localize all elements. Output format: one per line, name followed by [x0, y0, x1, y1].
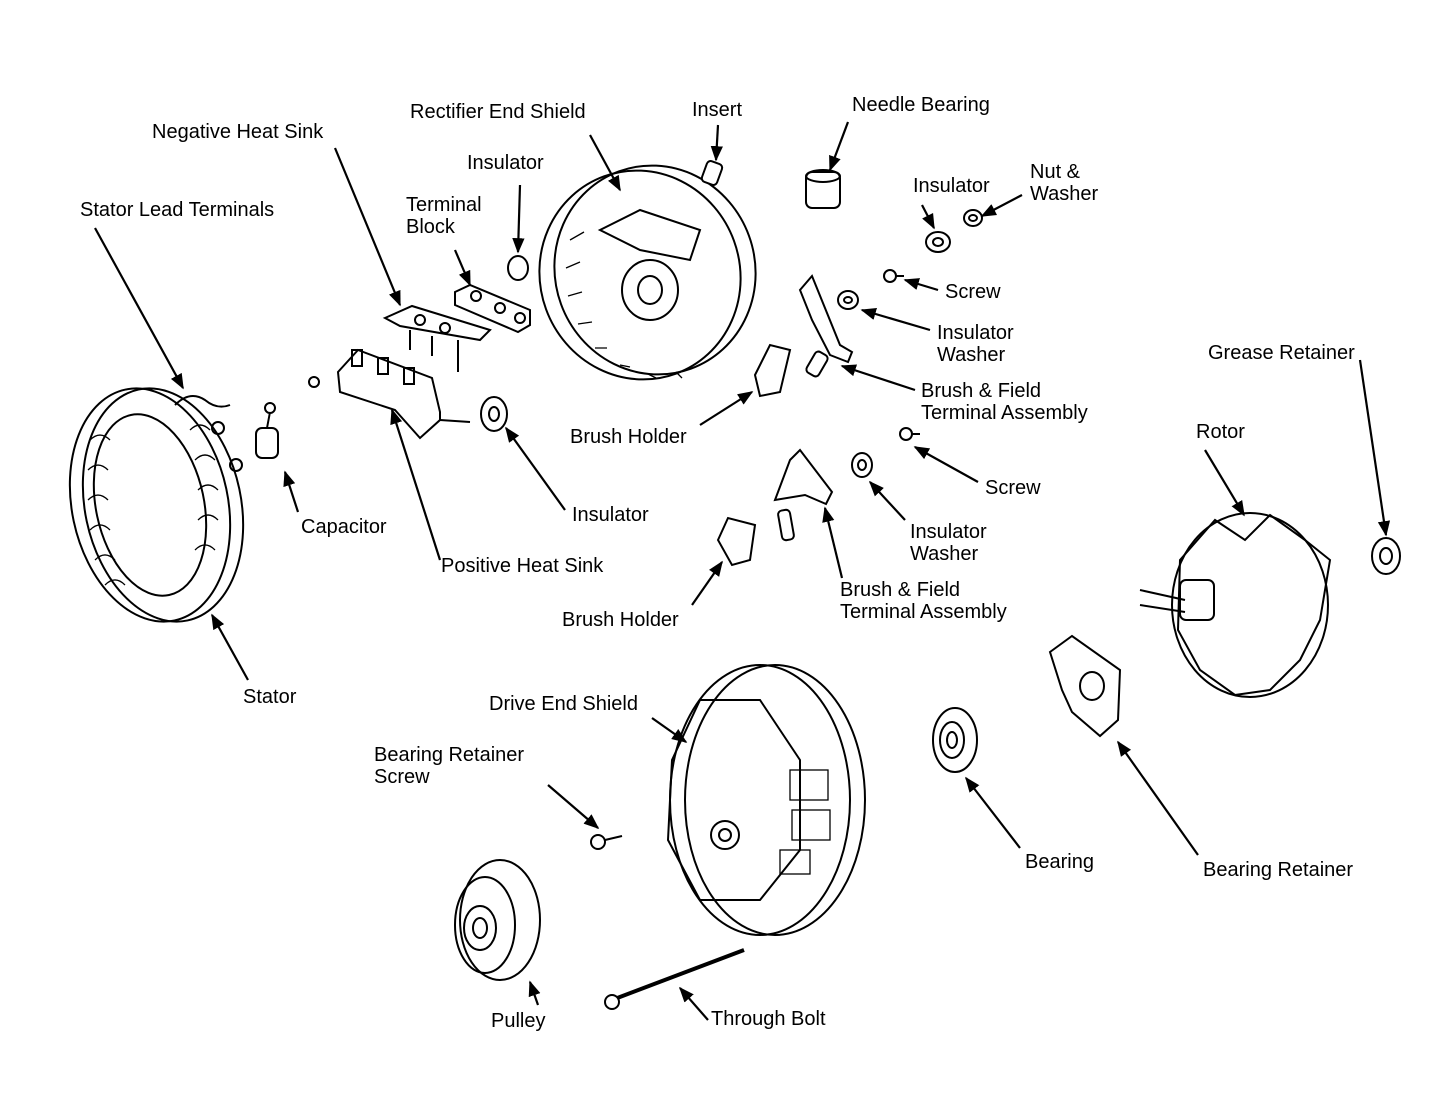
insulator-top-part: [507, 255, 529, 281]
screw-upper-part: [883, 269, 904, 283]
brush-holder-lower-part: [716, 516, 757, 567]
label-insulator-upper-right: Insulator: [913, 175, 990, 197]
insulator-upper-right-part: [925, 231, 951, 253]
label-bearing: Bearing: [1025, 851, 1094, 873]
brush-field-lower-part: [773, 448, 834, 542]
bearing-retainer-screw-part: [590, 834, 623, 850]
bearing-part: [932, 707, 978, 773]
label-brush-holder-upper: Brush Holder: [570, 426, 687, 448]
stator-part: [68, 387, 245, 623]
label-nut-washer-line1: Nut &: [1030, 161, 1081, 183]
rotor-part: [1139, 512, 1332, 698]
label-positive-heat-sink: Positive Heat Sink: [441, 555, 604, 577]
label-bearing-retainer: Bearing Retainer: [1203, 859, 1354, 881]
insulator-washer-upper-part: [837, 290, 859, 310]
insert-part: [700, 160, 724, 186]
label-brush-field-lower-line1: Brush & Field: [840, 579, 961, 601]
label-brush-field-lower-line2: Terminal Assembly: [840, 601, 1007, 623]
grease-retainer-part: [1371, 537, 1401, 575]
label-drive-end-shield: Drive End Shield: [489, 693, 638, 715]
label-capacitor: Capacitor: [301, 516, 387, 538]
label-insulator-mid: Insulator: [572, 504, 649, 526]
capacitor-part: [255, 402, 279, 459]
label-insulator-washer-lower-line2: Washer: [910, 543, 979, 565]
label-insulator-washer-upper-line1: Insulator: [937, 322, 1014, 344]
label-brush-field-upper-line2: Terminal Assembly: [921, 402, 1088, 424]
label-through-bolt: Through Bolt: [711, 1008, 826, 1030]
insulator-washer-lower-part: [851, 452, 873, 478]
label-stator-lead-terminals: Stator Lead Terminals: [80, 199, 275, 221]
label-nut-washer-line2: Washer: [1030, 183, 1099, 205]
label-bearing-retainer-screw-line1: Bearing Retainer: [374, 744, 525, 766]
drive-end-shield-part: [666, 664, 866, 936]
rectifier-end-shield-part: [538, 164, 757, 381]
label-negative-heat-sink: Negative Heat Sink: [152, 121, 324, 143]
negative-heat-sink-part: [382, 304, 492, 372]
pulley-part: [454, 859, 541, 981]
label-needle-bearing: Needle Bearing: [852, 94, 990, 116]
bearing-retainer-part: [1048, 634, 1122, 738]
label-terminal-block-line2: Block: [406, 216, 455, 238]
label-rectifier-end-shield: Rectifier End Shield: [410, 101, 586, 123]
label-brush-holder-lower: Brush Holder: [562, 609, 679, 631]
label-stator: Stator: [243, 686, 297, 708]
label-screw-lower: Screw: [985, 477, 1041, 499]
label-brush-field-upper-line1: Brush & Field: [921, 380, 1042, 402]
leader-lines: [94, 121, 1391, 1021]
positive-heat-sink-part: [308, 348, 471, 440]
label-bearing-retainer-screw-line2: Screw: [374, 766, 430, 788]
brush-holder-upper-part: [753, 343, 792, 398]
through-bolt-part: [604, 948, 745, 1010]
nut-washer-part: [963, 209, 983, 227]
label-insulator-washer-upper-line2: Washer: [937, 344, 1006, 366]
label-grease-retainer: Grease Retainer: [1208, 342, 1355, 364]
label-insulator-top: Insulator: [467, 152, 544, 174]
label-insulator-washer-lower-line1: Insulator: [910, 521, 987, 543]
screw-lower-part: [899, 427, 920, 441]
insulator-mid-part: [480, 396, 508, 432]
needle-bearing-part: [805, 169, 841, 209]
label-pulley: Pulley: [491, 1010, 546, 1032]
label-screw-upper: Screw: [945, 281, 1001, 303]
label-terminal-block-line1: Terminal: [406, 194, 482, 216]
brush-field-upper-part: [798, 274, 854, 378]
label-rotor: Rotor: [1196, 421, 1245, 443]
label-insert: Insert: [692, 99, 743, 121]
